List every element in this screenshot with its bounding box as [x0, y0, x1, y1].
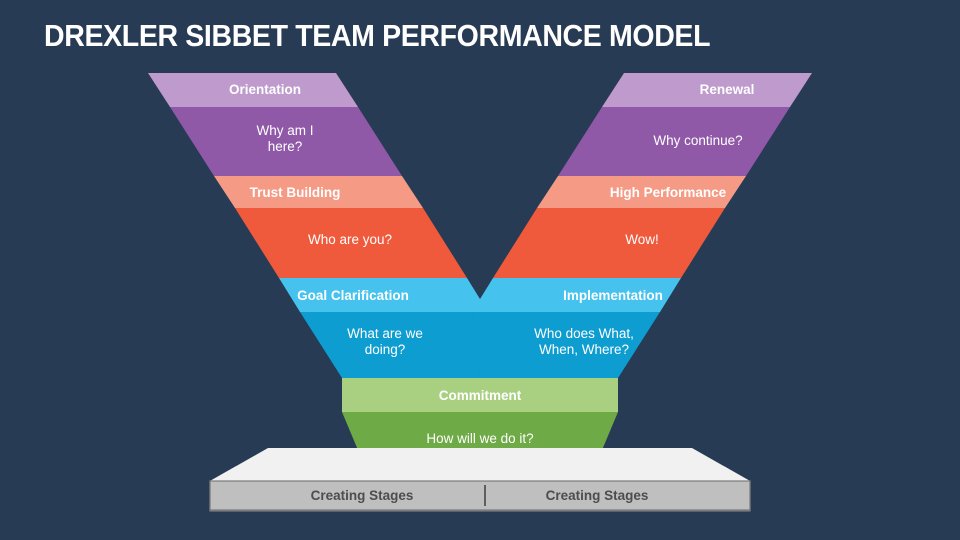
- platform-top: [210, 448, 750, 481]
- left-band-1-header: [148, 73, 358, 107]
- left-band-3-header: [279, 278, 488, 312]
- platform-front: [209, 480, 751, 511]
- right-band-2-header: [537, 176, 746, 208]
- left-band-2-header: [214, 176, 423, 208]
- right-band-2-body: [493, 208, 725, 278]
- page-title: DREXLER SIBBET TEAM PERFORMANCE MODEL: [44, 18, 711, 53]
- right-band-1-header: [602, 73, 812, 107]
- base-label-left: Creating Stages: [310, 488, 414, 503]
- right-band-3-body: [472, 312, 660, 378]
- left-band-2-body: [235, 208, 467, 278]
- right-band-1-body: [558, 107, 790, 176]
- left-band-1-body: [170, 107, 402, 176]
- base-label-right: Creating Stages: [545, 488, 649, 503]
- left-band-3-body: [300, 312, 488, 378]
- right-band-3-header: [472, 278, 681, 312]
- bottom-band-header: [342, 378, 618, 412]
